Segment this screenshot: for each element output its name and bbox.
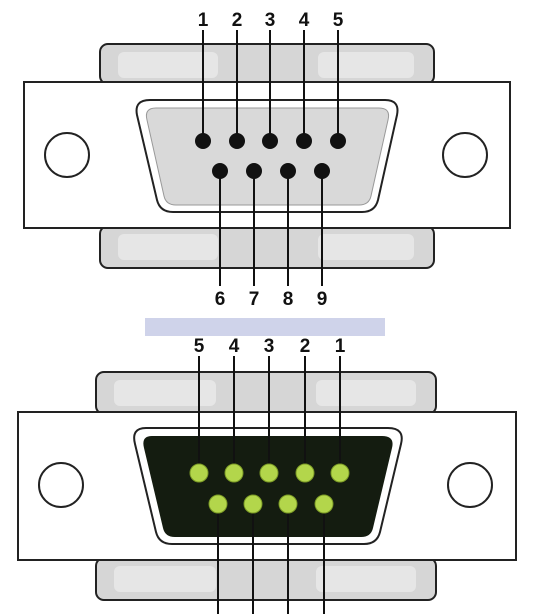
bottom-right-mounting-hole bbox=[447, 462, 493, 508]
top-connector: 1 2 3 4 5 6 7 8 9 bbox=[23, 10, 511, 310]
pin-6 bbox=[212, 163, 228, 179]
bottom-pin-label-5: 5 bbox=[194, 336, 205, 357]
top-right-mounting-hole bbox=[442, 132, 488, 178]
bottom-pin-label-2: 2 bbox=[300, 336, 311, 357]
socket-5 bbox=[189, 463, 209, 483]
pin-8 bbox=[280, 163, 296, 179]
top-top-leaders bbox=[202, 30, 339, 140]
top-pin-label-9: 9 bbox=[317, 289, 328, 310]
socket-7 bbox=[278, 494, 298, 514]
pin-3 bbox=[262, 133, 278, 149]
top-d-face-insert bbox=[145, 107, 390, 206]
bottom-bottom-leaders bbox=[217, 504, 325, 614]
bottom-top-leaders bbox=[198, 356, 341, 472]
bottom-d-face-insert bbox=[143, 436, 393, 537]
pin-9 bbox=[314, 163, 330, 179]
top-bottom-leaders bbox=[219, 171, 323, 286]
socket-8 bbox=[243, 494, 263, 514]
top-pin-label-7: 7 bbox=[249, 289, 260, 310]
pin-4 bbox=[296, 133, 312, 149]
bottom-sockets-row1 bbox=[189, 463, 350, 483]
top-pin-label-4: 4 bbox=[299, 10, 310, 31]
socket-4 bbox=[224, 463, 244, 483]
socket-3 bbox=[259, 463, 279, 483]
bottom-connector: 5 4 3 2 1 bbox=[17, 336, 517, 614]
socket-1 bbox=[330, 463, 350, 483]
pin-5 bbox=[330, 133, 346, 149]
section-divider bbox=[145, 318, 385, 336]
top-pins-row1 bbox=[195, 133, 346, 149]
bottom-sockets-row2 bbox=[208, 494, 334, 514]
top-pins-row2 bbox=[212, 163, 330, 179]
bottom-pin-label-3: 3 bbox=[264, 336, 275, 357]
pin-1 bbox=[195, 133, 211, 149]
bottom-pin-label-1: 1 bbox=[335, 336, 346, 357]
top-pin-label-6: 6 bbox=[215, 289, 226, 310]
pin-2 bbox=[229, 133, 245, 149]
top-pin-label-8: 8 bbox=[283, 289, 294, 310]
socket-2 bbox=[295, 463, 315, 483]
socket-9 bbox=[208, 494, 228, 514]
bottom-left-mounting-hole bbox=[38, 462, 84, 508]
bottom-pin-label-4: 4 bbox=[229, 336, 240, 357]
top-pin-label-1: 1 bbox=[198, 10, 209, 31]
pin-7 bbox=[246, 163, 262, 179]
top-left-mounting-hole bbox=[44, 132, 90, 178]
top-pin-label-3: 3 bbox=[265, 10, 276, 31]
top-pin-label-2: 2 bbox=[232, 10, 243, 31]
top-pin-label-5: 5 bbox=[333, 10, 344, 31]
socket-6 bbox=[314, 494, 334, 514]
